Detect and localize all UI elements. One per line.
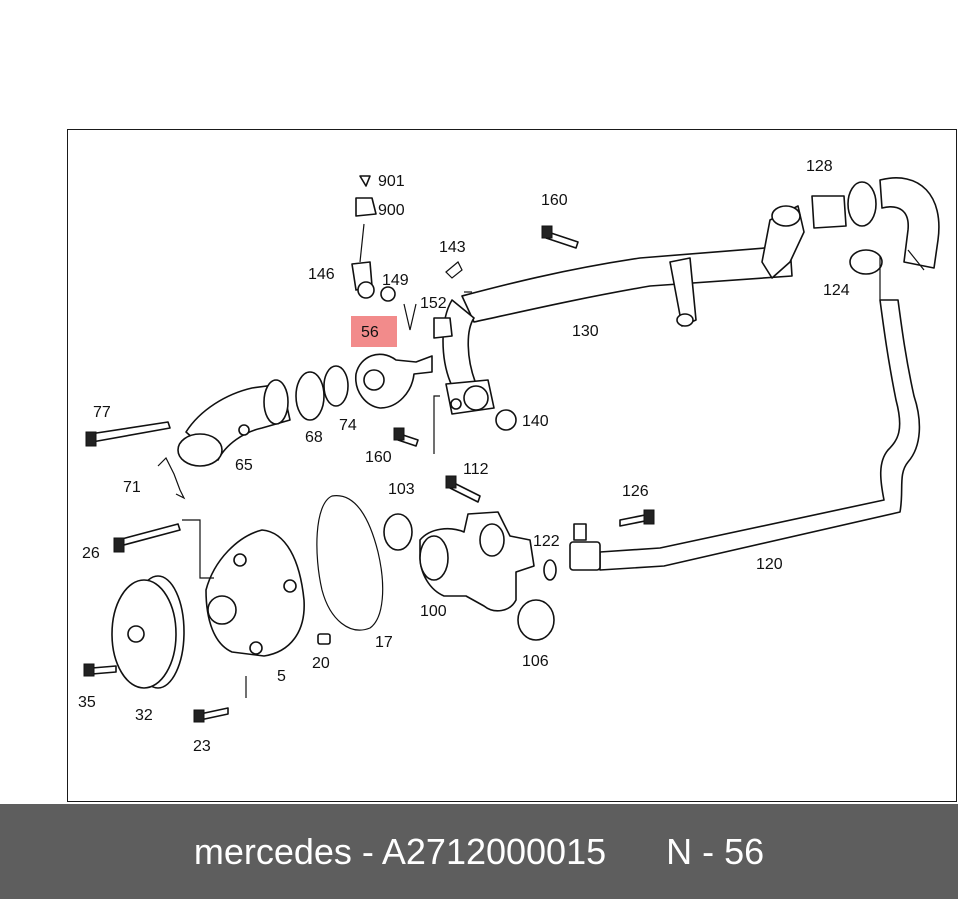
label-74: 74 xyxy=(339,417,357,434)
thermostat-56 xyxy=(295,353,433,421)
label-56: 56 xyxy=(361,324,379,341)
label-130: 130 xyxy=(572,323,599,340)
pipe-65 xyxy=(177,379,291,467)
label-120: 120 xyxy=(756,556,783,573)
label-152: 152 xyxy=(420,295,447,312)
label-124: 124 xyxy=(823,282,850,299)
highlight-box xyxy=(351,316,397,347)
label-20: 20 xyxy=(312,655,330,672)
label-160-top: 160 xyxy=(541,192,568,209)
label-140: 140 xyxy=(522,413,549,430)
highlight-56: 56 xyxy=(351,316,397,347)
label-65: 65 xyxy=(235,457,253,474)
clips xyxy=(157,409,517,500)
sensor-146 xyxy=(351,175,463,339)
water-pump-5 xyxy=(205,529,305,657)
part-labels: 901 900 160 128 146 149 143 152 130 124 … xyxy=(78,158,850,755)
label-126: 126 xyxy=(622,483,649,500)
label-103: 103 xyxy=(388,481,415,498)
label-23: 23 xyxy=(193,738,211,755)
label-901: 901 xyxy=(378,173,405,190)
label-35: 35 xyxy=(78,694,96,711)
label-122: 122 xyxy=(533,533,560,550)
label-77: 77 xyxy=(93,404,111,421)
label-160-mid: 160 xyxy=(365,449,392,466)
coolant-pipe-130 xyxy=(442,205,805,415)
label-149: 149 xyxy=(382,272,409,289)
housing-100 xyxy=(317,511,557,645)
parts-diagram: 56 901 900 160 128 146 149 143 152 130 1… xyxy=(78,158,940,755)
label-146: 146 xyxy=(308,266,335,283)
label-112: 112 xyxy=(463,461,489,478)
label-17: 17 xyxy=(375,634,393,651)
label-26: 26 xyxy=(82,545,100,562)
diagram-frame xyxy=(67,129,957,802)
label-100: 100 xyxy=(420,603,447,620)
label-68: 68 xyxy=(305,429,323,446)
label-71: 71 xyxy=(123,479,141,496)
caption-bar: mercedes - A2712000015 N - 56 xyxy=(0,804,958,899)
pulley-32 xyxy=(111,575,185,689)
label-128: 128 xyxy=(806,158,833,175)
hose-128 xyxy=(811,177,940,300)
label-32: 32 xyxy=(135,707,153,724)
coolant-hose-120 xyxy=(569,299,921,571)
leader-lines xyxy=(182,291,472,698)
label-143: 143 xyxy=(439,239,466,256)
label-900: 900 xyxy=(378,202,405,219)
gasket-17 xyxy=(316,495,384,631)
bolts xyxy=(83,225,655,723)
caption-text: mercedes - A2712000015 N - 56 xyxy=(193,830,765,872)
label-5: 5 xyxy=(277,668,286,685)
label-106: 106 xyxy=(522,653,549,670)
